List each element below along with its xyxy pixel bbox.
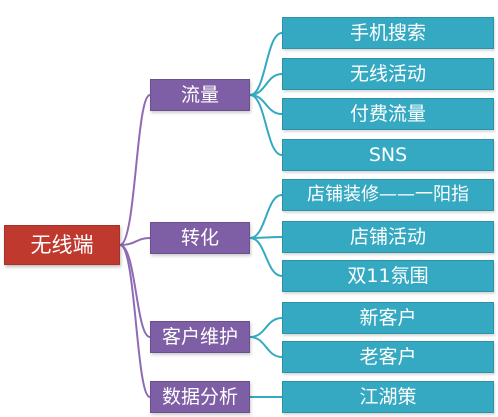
leaf-node: SNS bbox=[282, 139, 494, 171]
leaf-node: 老客户 bbox=[282, 341, 494, 373]
leaf-node: 无线活动 bbox=[282, 58, 494, 90]
connector-branch-0-leaf-3 bbox=[249, 94, 283, 156]
branch-node-data-analysis: 数据分析 bbox=[150, 381, 250, 413]
connector-root-branch-0 bbox=[119, 94, 151, 246]
root-node: 无线端 bbox=[4, 225, 120, 265]
connector-branch-2-leaf-0 bbox=[249, 317, 283, 338]
branch-node-conversion: 转化 bbox=[150, 222, 250, 254]
leaf-node: 店铺活动 bbox=[282, 221, 494, 253]
connector-branch-1-leaf-2 bbox=[249, 237, 283, 277]
branch-node-traffic: 流量 bbox=[150, 79, 250, 111]
connector-branch-1-leaf-1 bbox=[249, 236, 283, 239]
leaf-node: 手机搜索 bbox=[282, 17, 494, 49]
leaf-node: 新客户 bbox=[282, 302, 494, 334]
connector-branch-0-leaf-0 bbox=[249, 32, 283, 96]
connector-root-branch-3 bbox=[119, 244, 151, 398]
branch-node-customer-maintenance: 客户维护 bbox=[150, 321, 250, 353]
leaf-node: 付费流量 bbox=[282, 98, 494, 130]
leaf-node: 江湖策 bbox=[282, 381, 494, 413]
leaf-node: 店铺装修——一阳指 bbox=[282, 179, 494, 211]
leaf-node: 双11氛围 bbox=[282, 260, 494, 292]
connector-branch-1-leaf-0 bbox=[249, 194, 283, 239]
connector-branch-2-leaf-1 bbox=[249, 336, 283, 358]
connector-root-branch-1 bbox=[119, 237, 151, 246]
